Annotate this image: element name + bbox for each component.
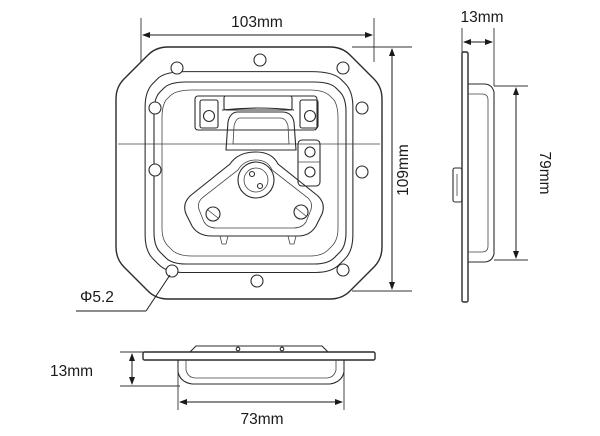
recess-inner-edge (153, 81, 347, 265)
bottom-view (142, 345, 376, 385)
mount-hole (336, 263, 350, 277)
mount-hole (355, 101, 369, 115)
dim-label-width-top: 103mm (231, 14, 283, 31)
hook-inner (232, 117, 290, 145)
recess-outer-edge (144, 71, 354, 274)
mount-hole (250, 274, 264, 288)
mount-hole (148, 163, 162, 177)
dim-label-height-right: 109mm (395, 144, 412, 196)
dimension-bottom-width: 73mm (177, 364, 345, 428)
dimension-side-height: 79mm (494, 85, 553, 261)
mount-hole (165, 264, 179, 278)
dim-label-hole-diameter: Φ5.2 (80, 289, 114, 306)
butterfly-handle (184, 151, 324, 245)
mount-hole (170, 61, 184, 75)
handle-pivot (237, 161, 275, 199)
pivot-rivet (248, 170, 256, 178)
dimension-bottom-depth: 13mm (50, 351, 180, 387)
dim-label-side-height: 79mm (536, 151, 553, 194)
dimension-width-top: 103mm (140, 14, 375, 62)
mount-hole (148, 101, 162, 115)
mount-hole (336, 61, 350, 75)
dim-label-bottom-depth: 13mm (50, 363, 93, 380)
dimension-side-depth: 13mm (460, 9, 504, 86)
keeper-bracket (194, 95, 319, 131)
front-view (115, 46, 383, 300)
dim-label-side-depth: 13mm (460, 9, 503, 26)
pivot-rivet (256, 182, 264, 190)
side-view (452, 51, 495, 303)
mount-hole (253, 53, 267, 67)
draw-hook (225, 111, 297, 151)
hole-diameter-callout: Φ5.2 (76, 274, 171, 312)
dim-label-bottom-width: 73mm (240, 411, 283, 428)
recess-floor (161, 89, 339, 257)
side-slot-column (297, 139, 321, 187)
mount-hole (355, 165, 369, 179)
dimension-height-right: 109mm (352, 46, 412, 292)
